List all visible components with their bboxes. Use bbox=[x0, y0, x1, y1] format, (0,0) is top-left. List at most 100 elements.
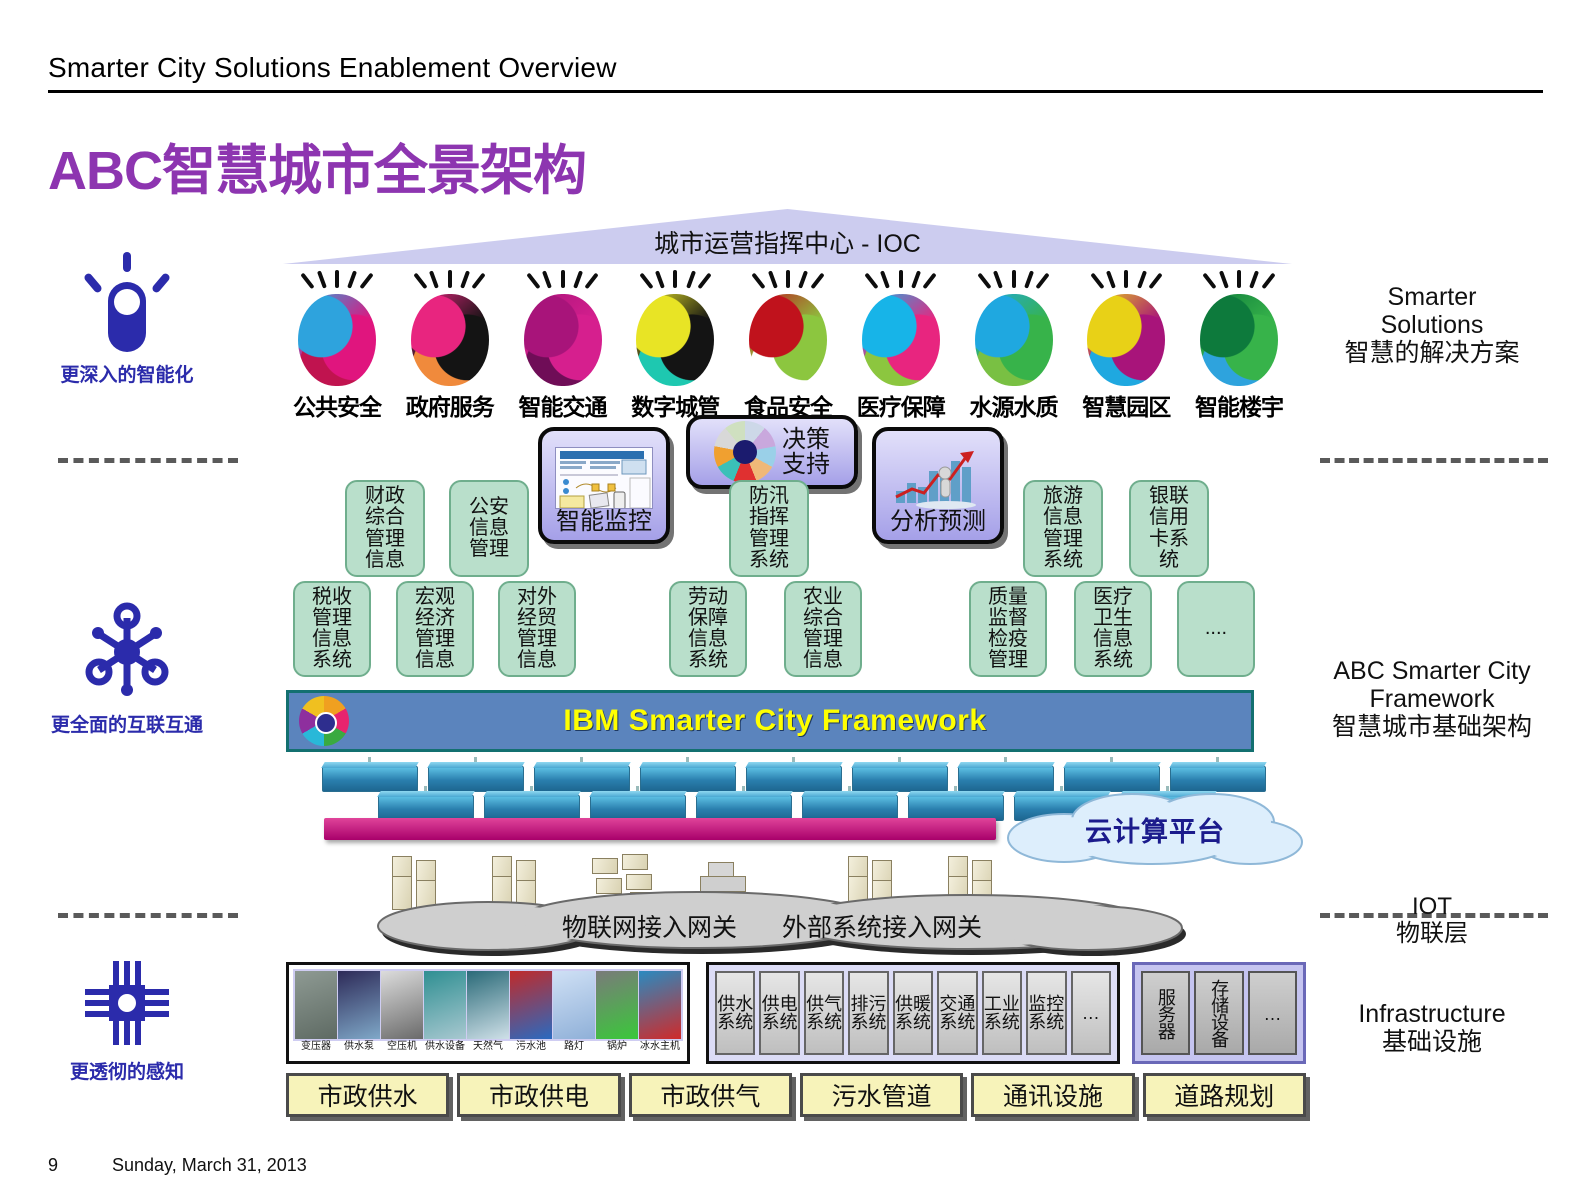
network-switch-icon bbox=[590, 795, 686, 821]
layer-divider-right-lower bbox=[1320, 913, 1548, 918]
equipment-photo bbox=[596, 971, 638, 1039]
layer-divider-right-upper bbox=[1320, 458, 1548, 463]
network-switch-icon bbox=[908, 795, 1004, 821]
featured-box-intelligent-monitoring[interactable]: 智能监控 bbox=[538, 427, 670, 544]
network-switch-icon bbox=[428, 766, 524, 792]
equipment-photo bbox=[338, 971, 380, 1039]
equipment-photo-caption: 供水设备 bbox=[425, 1041, 465, 1052]
ray bbox=[471, 272, 486, 290]
solution-item[interactable]: 食品安全 bbox=[734, 268, 842, 420]
utility-system-cell[interactable]: 工业 系统 bbox=[981, 971, 1023, 1055]
solution-rays-icon bbox=[621, 268, 729, 294]
framework-bar[interactable]: IBM Smarter City Framework bbox=[286, 690, 1254, 752]
solution-item[interactable]: 智慧园区 bbox=[1072, 268, 1180, 420]
ray bbox=[584, 272, 599, 290]
rail-label: 更深入的智能化 bbox=[60, 365, 194, 386]
header-divider bbox=[48, 90, 1543, 93]
cloud-platform-label: 云计算平台 bbox=[1085, 816, 1225, 847]
ray bbox=[673, 270, 678, 288]
layer-label-solutions: Smarter Solutions 智慧的解决方案 bbox=[1298, 283, 1566, 367]
utility-system-cell[interactable]: 供电 系统 bbox=[759, 971, 800, 1055]
ray bbox=[697, 272, 712, 290]
solution-rays-icon bbox=[960, 268, 1068, 294]
datacenter-hardware-cell[interactable]: … bbox=[1247, 971, 1297, 1055]
municipal-infrastructure-button[interactable]: 通讯设施 bbox=[971, 1073, 1135, 1117]
application-tile[interactable]: 医疗 卫生 信息 系统 bbox=[1074, 581, 1152, 677]
utility-system-cell[interactable]: 交通 系统 bbox=[937, 971, 978, 1055]
utility-system-cell[interactable]: 排污 系统 bbox=[848, 971, 889, 1055]
application-tile[interactable]: 宏观 经济 管理 信息 bbox=[396, 581, 474, 677]
application-tile[interactable]: 银联 信用 卡系 统 bbox=[1129, 480, 1209, 577]
solution-item[interactable]: 数字城管 bbox=[621, 268, 729, 420]
ray bbox=[1218, 270, 1229, 289]
ray bbox=[751, 272, 767, 290]
application-tile[interactable]: 公安 信息 管理 bbox=[449, 480, 529, 577]
solution-blob-icon bbox=[636, 294, 715, 386]
utility-system-cell[interactable]: 监控 系统 bbox=[1026, 971, 1067, 1055]
solution-label: 智能楼宇 bbox=[1195, 394, 1284, 420]
municipal-infrastructure-button[interactable]: 污水管道 bbox=[799, 1073, 964, 1117]
equipment-photo-caption: 天然气 bbox=[473, 1041, 503, 1052]
layer-label-en1: ABC Smarter City bbox=[1333, 657, 1531, 685]
application-tile[interactable]: 旅游 信息 管理 系统 bbox=[1023, 480, 1103, 577]
municipal-infrastructure-button[interactable]: 道路规划 bbox=[1142, 1073, 1306, 1117]
ray bbox=[1202, 272, 1218, 290]
application-tile[interactable]: 财政 综合 管理 信息 bbox=[345, 480, 425, 577]
utility-system-cell[interactable]: 供气 系统 bbox=[803, 971, 845, 1055]
network-switch-icon bbox=[1064, 766, 1160, 792]
equipment-photo bbox=[424, 971, 466, 1039]
dashboard-thumbnail-icon bbox=[555, 446, 653, 509]
application-tile[interactable]: 防汛 指挥 管理 系统 bbox=[729, 480, 809, 577]
layer-label-cn: 基础设施 bbox=[1381, 1028, 1482, 1056]
solution-item[interactable]: 智能交通 bbox=[509, 268, 617, 420]
layer-label-infrastructure: Infrastructure 基础设施 bbox=[1298, 1000, 1566, 1056]
framework-logo-icon bbox=[299, 696, 349, 746]
solution-blob-icon bbox=[1200, 294, 1278, 386]
application-tile[interactable]: 农业 综合 管理 信息 bbox=[784, 581, 862, 677]
solution-label: 政府服务 bbox=[405, 394, 495, 420]
solution-blob-icon bbox=[749, 294, 827, 386]
solution-item[interactable]: 智能楼宇 bbox=[1185, 268, 1293, 420]
equipment-photo-caption: 空压机 bbox=[387, 1041, 417, 1052]
network-switch-icon bbox=[534, 766, 630, 792]
application-tile[interactable]: 税收 管理 信息 系统 bbox=[293, 581, 371, 677]
utility-system-cell[interactable]: 供暖 系统 bbox=[892, 971, 934, 1055]
utility-system-cell[interactable]: 供水 系统 bbox=[715, 971, 756, 1055]
utility-system-cell[interactable]: … bbox=[1070, 971, 1111, 1055]
featured-box-analysis-forecast[interactable]: 分析预测 bbox=[872, 427, 1004, 544]
ray bbox=[526, 272, 541, 290]
municipal-infrastructure-button[interactable]: 市政供电 bbox=[457, 1073, 621, 1117]
network-switch-icon bbox=[958, 766, 1054, 792]
solution-item[interactable]: 医疗保障 bbox=[847, 268, 955, 420]
layer-label-en2: Solutions bbox=[1380, 311, 1484, 339]
ray bbox=[1249, 270, 1260, 289]
application-tile[interactable]: 质量 监督 检疫 管理 bbox=[969, 581, 1047, 677]
ray bbox=[413, 272, 428, 290]
municipal-infrastructure-button[interactable]: 市政供水 bbox=[286, 1073, 450, 1117]
ray bbox=[347, 270, 358, 289]
ray bbox=[300, 272, 316, 290]
rail-label: 更全面的互联互通 bbox=[50, 715, 203, 736]
network-switch-icon bbox=[802, 795, 898, 821]
rail-item-instrumented-sensing: 更透彻的感知 bbox=[22, 955, 232, 1084]
layer-label-iot: IOT 物联层 bbox=[1298, 893, 1566, 948]
solution-rays-icon bbox=[509, 268, 617, 294]
ray bbox=[429, 270, 440, 289]
solution-item[interactable]: 水源水质 bbox=[960, 268, 1068, 420]
solutions-row: 公共安全政府服务智能交通数字城管食品安全医疗保障水源水质智慧园区智能楼宇 bbox=[283, 268, 1293, 420]
application-tile[interactable]: 对外 经贸 管理 信息 bbox=[498, 581, 576, 677]
layer-label-cn: 智慧城市基础架构 bbox=[1331, 713, 1532, 741]
featured-box-decision-support[interactable]: 决策 支持 bbox=[686, 415, 858, 489]
municipal-infrastructure-button[interactable]: 市政供气 bbox=[628, 1073, 792, 1117]
solution-rays-icon bbox=[1185, 268, 1293, 294]
network-hub-icon bbox=[85, 602, 169, 696]
equipment-photo bbox=[467, 971, 509, 1039]
solution-item[interactable]: 公共安全 bbox=[283, 268, 391, 420]
application-tile[interactable]: .... bbox=[1177, 581, 1255, 677]
ray bbox=[447, 270, 452, 288]
datacenter-hardware-cell[interactable]: 存储设备 bbox=[1194, 971, 1244, 1055]
solution-item[interactable]: 政府服务 bbox=[396, 268, 504, 420]
datacenter-hardware-cell[interactable]: 服务器 bbox=[1141, 971, 1191, 1055]
solution-rays-icon bbox=[734, 268, 842, 294]
application-tile[interactable]: 劳动 保障 信息 系统 bbox=[669, 581, 747, 677]
